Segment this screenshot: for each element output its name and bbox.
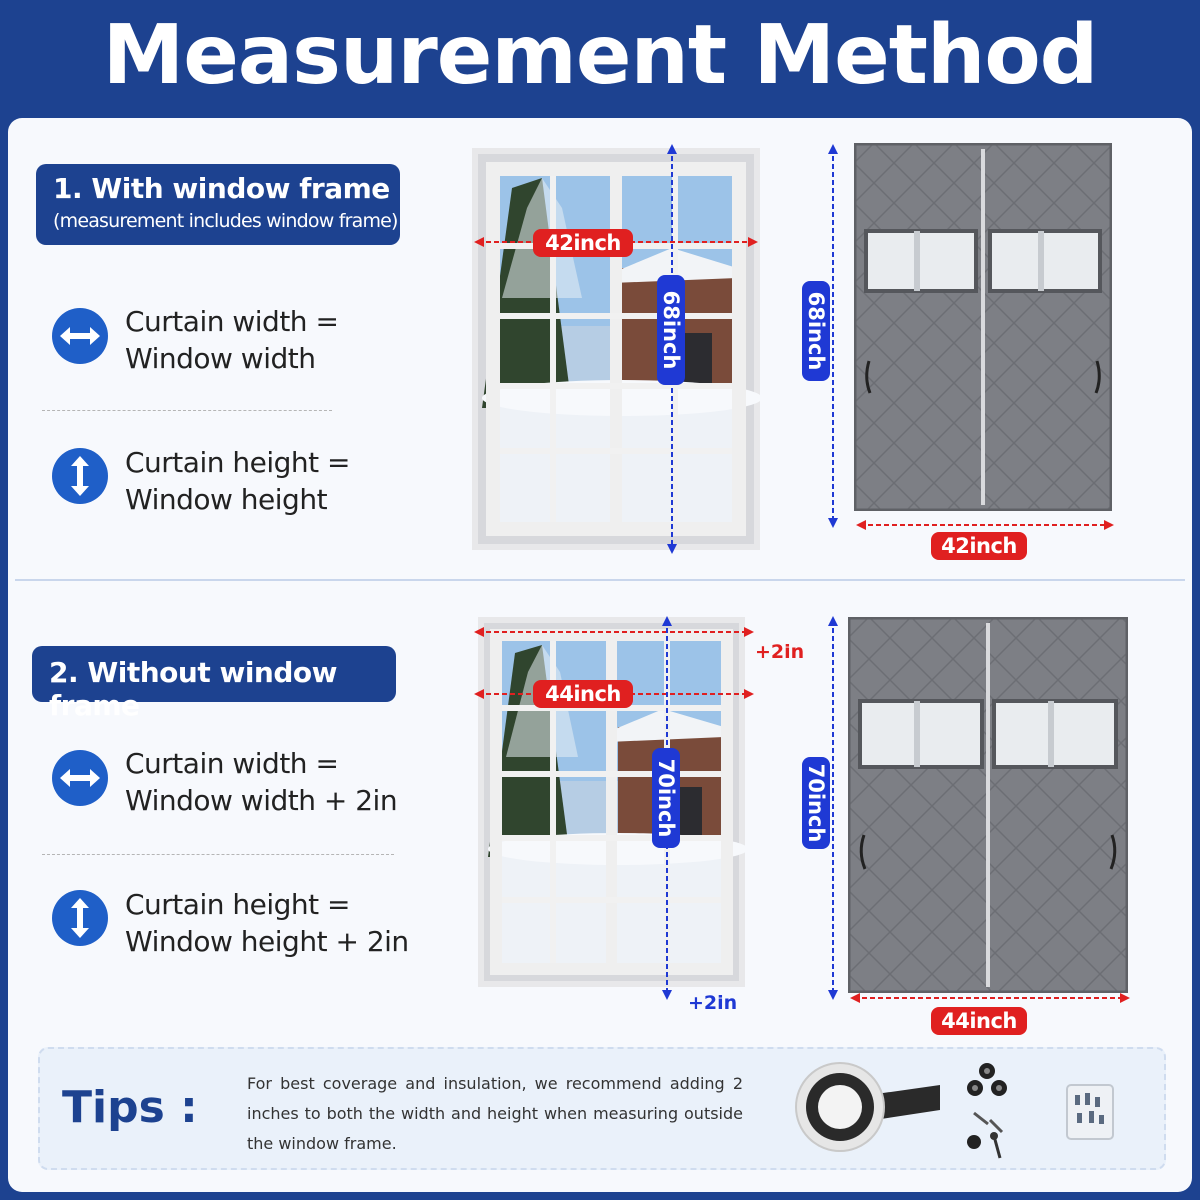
section-divider — [15, 579, 1185, 581]
curtain-with-frame-photo — [854, 143, 1112, 511]
width-rule-line2: Window width + 2in — [125, 784, 398, 817]
section1-badge: 1. With window frame (measurement includ… — [36, 164, 400, 245]
window2-height-label: 70inch — [652, 748, 680, 848]
curtain1-width-label: 42inch — [931, 532, 1027, 560]
width-rule-line1: Curtain width = — [125, 747, 339, 780]
hardware-pack-icon — [1066, 1084, 1114, 1140]
curtain1-measure-lines — [828, 144, 1114, 530]
section2-badge: 2. Without window frame — [32, 646, 396, 722]
height-rule-line2: Window height + 2in — [125, 925, 409, 958]
height-rule-line1: Curtain height = — [125, 446, 350, 479]
vertical-arrow-icon — [52, 448, 108, 504]
dashed-divider — [42, 854, 394, 855]
window1-measure-lines — [474, 144, 758, 554]
tips-text: For best coverage and insulation, we rec… — [247, 1074, 743, 1153]
tips-title: Tips : — [62, 1082, 198, 1133]
curtain1-height-label: 68inch — [802, 281, 830, 381]
section2-width-rule: Curtain width = Window width + 2in — [125, 745, 398, 819]
horizontal-arrow-icon — [52, 750, 108, 806]
dashed-divider — [42, 410, 332, 411]
vertical-arrow-icon — [52, 890, 108, 946]
curtain2-height-label: 70inch — [802, 757, 830, 849]
screws-and-anchors-icon — [967, 1063, 1007, 1159]
height-rule-line2: Window height — [125, 483, 328, 516]
window1-width-label: 42inch — [533, 229, 633, 257]
extra-height-note: +2in — [688, 992, 738, 1014]
curtain2-measure-lines — [828, 616, 1130, 1003]
section1-heading: 1. With window frame — [53, 172, 390, 205]
section2-heading: 2. Without window frame — [49, 656, 338, 722]
section1-height-rule: Curtain height = Window height — [125, 444, 350, 518]
tips-box — [38, 1047, 1166, 1170]
velcro-tape-roll-icon — [795, 1062, 940, 1152]
page-title: Measurement Method — [102, 8, 1099, 103]
window2-width-label: 44inch — [533, 680, 633, 708]
window1-height-label: 68inch — [657, 275, 685, 385]
curtain-without-frame-photo — [848, 617, 1128, 993]
section1-width-rule: Curtain width = Window width — [125, 303, 339, 377]
width-rule-line1: Curtain width = — [125, 305, 339, 338]
horizontal-arrow-icon — [52, 308, 108, 364]
curtain2-width-label: 44inch — [931, 1007, 1027, 1035]
section2-height-rule: Curtain height = Window height + 2in — [125, 886, 409, 960]
width-rule-line2: Window width — [125, 342, 316, 375]
section1-subheading: (measurement includes window frame) — [53, 210, 398, 232]
height-rule-line1: Curtain height = — [125, 888, 350, 921]
extra-width-note: +2in — [755, 641, 805, 663]
window2-measure-lines — [474, 616, 754, 1000]
